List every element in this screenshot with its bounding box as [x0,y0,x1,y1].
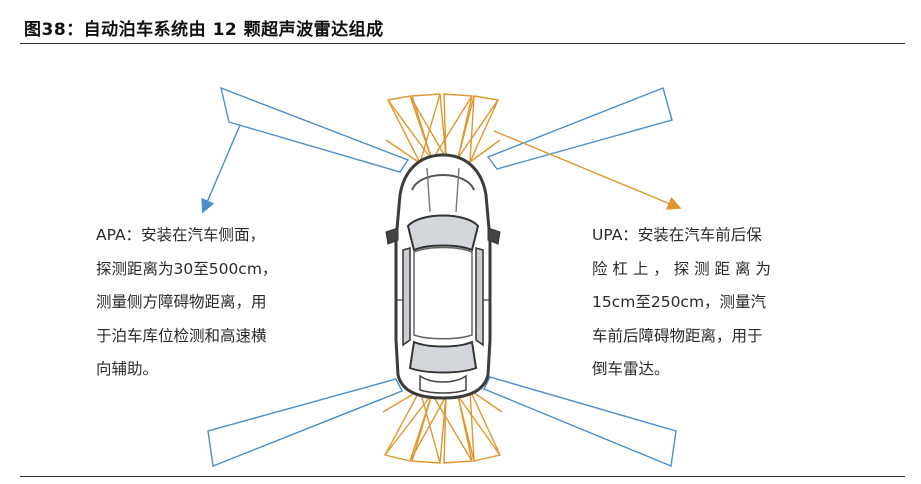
car-right-mirror [487,227,501,245]
upa-line: 倒车雷达。 [592,360,670,378]
car-top-view [385,153,501,400]
apa-beam-front-right [486,87,673,170]
car-trunk [419,374,467,394]
apa-line: 测量侧方障碍物距离，用 [96,293,267,311]
car-right-windows [475,247,484,347]
upa-front-beams [385,93,501,164]
upa-line: 15cm至250cm，测量汽 [592,293,767,311]
apa-beam-rear-left [207,378,403,467]
apa-line: APA：安装在汽车侧面， [96,226,266,244]
upa-line: UPA：安装在汽车前后保 [592,226,762,244]
car-rear-window [408,340,478,374]
upa-line: 车前后障碍物距离，用于 [592,326,763,345]
apa-description: APA：安装在汽车侧面， 探测距离为30至500cm， 测量侧方障碍物距离，用 … [96,219,277,387]
apa-beam-rear-right [483,376,677,467]
upa-rear-beams [382,389,503,464]
upa-front-overlap-lines [385,93,501,164]
apa-line: 向辅助。 [96,360,159,378]
apa-beams [207,86,677,467]
apa-leader-arrow [201,124,241,214]
figure-title: 图38：自动泊车系统由 12 颗超声波雷达组成 [24,20,384,40]
upa-line: 险 杠 上 ， 探 测 距 离 为 [592,259,771,278]
car-left-windows [402,247,411,347]
upa-description: UPA：安装在汽车前后保 险 杠 上 ， 探 测 距 离 为 15cm至250c… [592,219,771,387]
car-roof [413,246,473,340]
apa-line: 探测距离为30至500cm， [96,259,278,278]
car-left-mirror [385,227,399,245]
car-hood-outline [411,174,475,191]
upa-leader-arrow [493,130,682,210]
bottom-rule [20,476,905,477]
apa-beam-front-left [220,86,410,173]
top-rule [20,43,905,44]
upa-rear-overlap-lines [382,389,503,464]
leader-arrows [201,124,682,214]
apa-line: 于泊车库位检测和高速横 [96,326,267,345]
car-windshield [406,214,480,252]
car-hood-creases [426,167,460,213]
